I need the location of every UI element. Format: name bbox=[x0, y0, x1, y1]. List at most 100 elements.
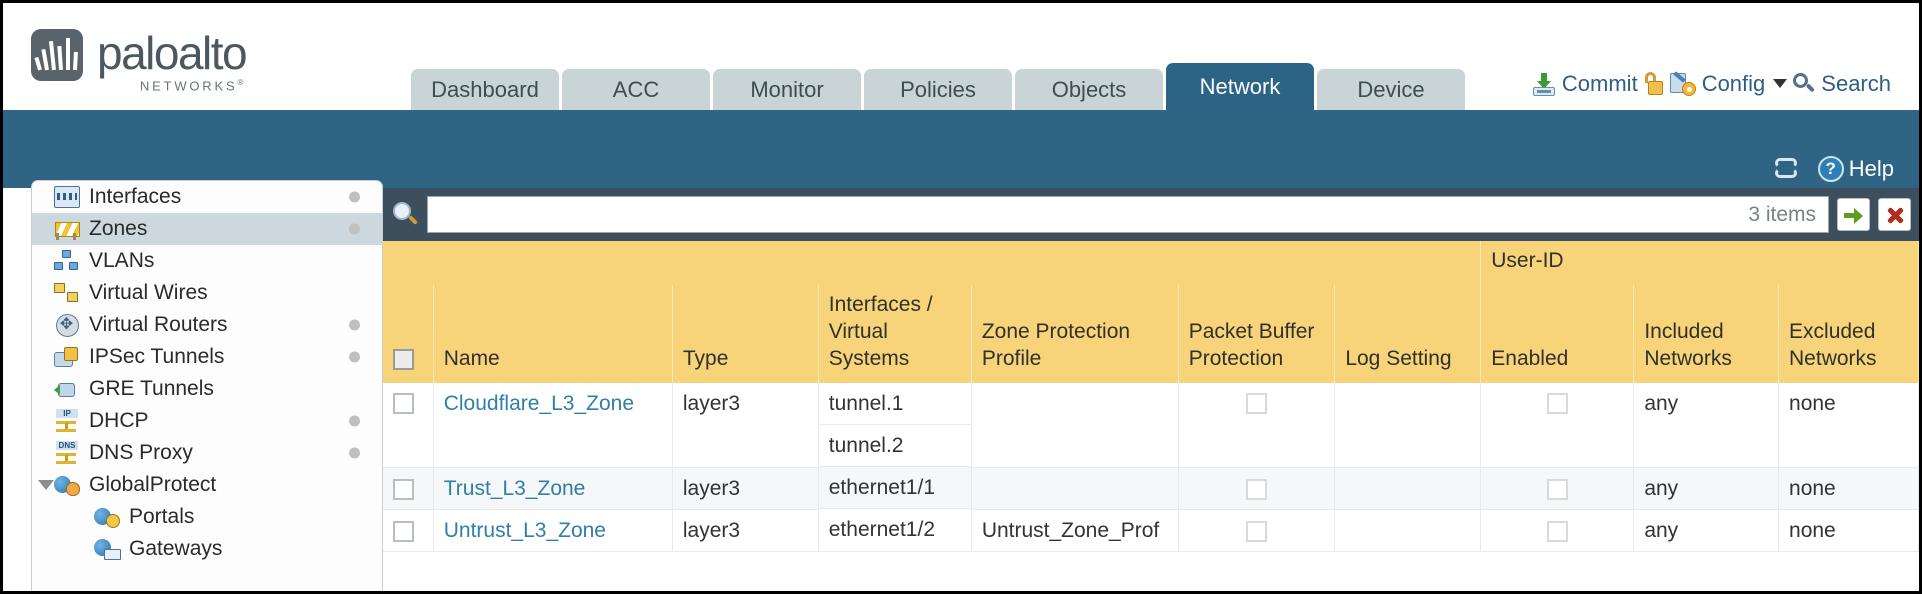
interface-entry: tunnel.2 bbox=[818, 425, 971, 468]
cell-name: Untrust_L3_Zone bbox=[433, 509, 673, 553]
group-header-row: User-ID bbox=[383, 241, 1919, 285]
commit-icon bbox=[1532, 72, 1556, 96]
packet-buffer-protection-checkbox[interactable] bbox=[1246, 520, 1267, 542]
column-header-zone-protection-profile[interactable]: Zone Protection Profile bbox=[971, 284, 1179, 383]
row-select-checkbox[interactable] bbox=[393, 393, 414, 415]
sidebar-item-gateways[interactable]: Gateways bbox=[32, 533, 382, 565]
zone-name-link[interactable]: Untrust_L3_Zone bbox=[443, 518, 606, 542]
cell-included-networks: any bbox=[1633, 509, 1780, 553]
tab-acc[interactable]: ACC bbox=[562, 69, 710, 110]
sidebar-item-status-dot-icon[interactable] bbox=[349, 319, 360, 331]
userid-enabled-checkbox[interactable] bbox=[1546, 393, 1568, 415]
sidebar-item-vlans[interactable]: VLANs bbox=[32, 245, 382, 277]
sidebar-item-portals[interactable]: Portals bbox=[32, 501, 382, 533]
cell-included-networks: any bbox=[1633, 382, 1780, 468]
cell-excluded-networks: none bbox=[1778, 467, 1919, 510]
column-header-packet-buffer-protection[interactable]: Packet Buffer Protection bbox=[1178, 284, 1336, 383]
globalprotect-icon bbox=[54, 474, 80, 496]
tab-policies[interactable]: Policies bbox=[864, 69, 1012, 110]
cell-interfaces: ethernet1/1 bbox=[818, 467, 972, 510]
apply-filter-button[interactable] bbox=[1837, 198, 1870, 231]
sidebar-item-status-dot-icon[interactable] bbox=[349, 351, 360, 363]
config-menu-button[interactable]: Config bbox=[1669, 70, 1788, 97]
row-select-checkbox[interactable] bbox=[393, 520, 414, 542]
userid-enabled-checkbox[interactable] bbox=[1546, 478, 1568, 500]
commit-button[interactable]: Commit bbox=[1532, 71, 1638, 97]
column-header-type[interactable]: Type bbox=[672, 284, 819, 383]
search-button[interactable]: Search bbox=[1793, 71, 1891, 97]
help-button[interactable]: ? Help bbox=[1817, 156, 1894, 182]
tab-objects[interactable]: Objects bbox=[1015, 69, 1163, 110]
sidebar-item-label: DNS Proxy bbox=[89, 441, 193, 464]
column-header-log-setting[interactable]: Log Setting bbox=[1334, 284, 1482, 383]
sidebar-item-gre-tunnels[interactable]: GRE Tunnels bbox=[32, 373, 382, 405]
tab-dashboard[interactable]: Dashboard bbox=[411, 69, 559, 110]
sidebar-item-interfaces[interactable]: Interfaces bbox=[32, 181, 382, 213]
tab-monitor[interactable]: Monitor bbox=[713, 69, 861, 110]
cell-type: layer3 bbox=[672, 382, 819, 468]
search-label: Search bbox=[1821, 70, 1891, 96]
cell-excluded-networks: none bbox=[1778, 509, 1919, 553]
cell-type: layer3 bbox=[672, 509, 819, 553]
sidebar-item-label: DHCP bbox=[89, 409, 149, 432]
help-label: Help bbox=[1848, 156, 1894, 181]
column-header-name[interactable]: Name bbox=[433, 284, 673, 383]
column-header-included-networks[interactable]: Included Networks bbox=[1633, 284, 1780, 383]
sidebar-item-virtual-routers[interactable]: Virtual Routers bbox=[32, 309, 382, 341]
sidebar-item-globalprotect[interactable]: GlobalProtect bbox=[32, 469, 382, 501]
search-input[interactable]: 3 items bbox=[427, 196, 1829, 233]
select-all-checkbox[interactable] bbox=[393, 348, 414, 370]
refresh-icon[interactable] bbox=[1774, 157, 1800, 181]
virtual-routers-icon bbox=[54, 313, 80, 337]
column-header-enabled[interactable]: Enabled bbox=[1480, 284, 1635, 383]
cell-userid-enabled bbox=[1480, 467, 1635, 510]
column-header-interfaces-virtual-systems[interactable]: Interfaces / Virtual Systems bbox=[818, 284, 972, 383]
interface-entry: ethernet1/2 bbox=[818, 509, 971, 552]
sidebar-item-label: GlobalProtect bbox=[89, 473, 217, 496]
sidebar-item-ipsec-tunnels[interactable]: IPSec Tunnels bbox=[32, 341, 382, 373]
secondary-blue-bar: ? Help bbox=[3, 110, 1919, 188]
sidebar-item-status-dot-icon[interactable] bbox=[349, 415, 360, 427]
sidebar-item-status-dot-icon[interactable] bbox=[349, 223, 360, 235]
interfaces-icon bbox=[54, 186, 80, 208]
expand-collapse-triangle-icon[interactable] bbox=[38, 480, 54, 490]
blue-bar-actions: ? Help bbox=[1774, 156, 1894, 182]
row-select-checkbox[interactable] bbox=[393, 478, 414, 500]
zone-name-link[interactable]: Cloudflare_L3_Zone bbox=[443, 391, 635, 415]
cell-packet-buffer-protection bbox=[1178, 382, 1336, 468]
userid-enabled-checkbox[interactable] bbox=[1546, 520, 1568, 542]
tab-device[interactable]: Device bbox=[1317, 69, 1465, 110]
tab-network[interactable]: Network bbox=[1166, 63, 1314, 110]
interface-entry: ethernet1/1 bbox=[818, 467, 971, 510]
search-icon[interactable] bbox=[393, 201, 419, 228]
cell-name: Trust_L3_Zone bbox=[433, 467, 673, 510]
ipsec-tunnels-icon bbox=[54, 346, 80, 368]
column-header-excluded-networks[interactable]: Excluded Networks bbox=[1778, 284, 1919, 383]
cell-packet-buffer-protection bbox=[1178, 509, 1336, 553]
packet-buffer-protection-checkbox[interactable] bbox=[1246, 393, 1267, 415]
cell-userid-enabled bbox=[1480, 382, 1635, 468]
sidebar-item-label: Virtual Wires bbox=[89, 281, 208, 304]
brand-registered-mark: ® bbox=[237, 78, 247, 87]
search-icon bbox=[1793, 72, 1816, 95]
config-icon bbox=[1669, 70, 1696, 96]
clear-filter-button[interactable] bbox=[1878, 198, 1911, 231]
gateways-icon bbox=[94, 538, 121, 560]
sidebar-item-status-dot-icon[interactable] bbox=[349, 447, 360, 459]
sidebar-item-zones[interactable]: Zones bbox=[32, 213, 382, 245]
zone-name-link[interactable]: Trust_L3_Zone bbox=[443, 476, 586, 500]
green-arrow-apply-icon bbox=[1843, 207, 1864, 224]
lock-button[interactable] bbox=[1644, 71, 1664, 96]
sidebar-item-virtual-wires[interactable]: Virtual Wires bbox=[32, 277, 382, 309]
packet-buffer-protection-checkbox[interactable] bbox=[1246, 478, 1267, 500]
sidebar-item-status-dot-icon[interactable] bbox=[349, 191, 360, 203]
select-all-header bbox=[383, 284, 434, 383]
